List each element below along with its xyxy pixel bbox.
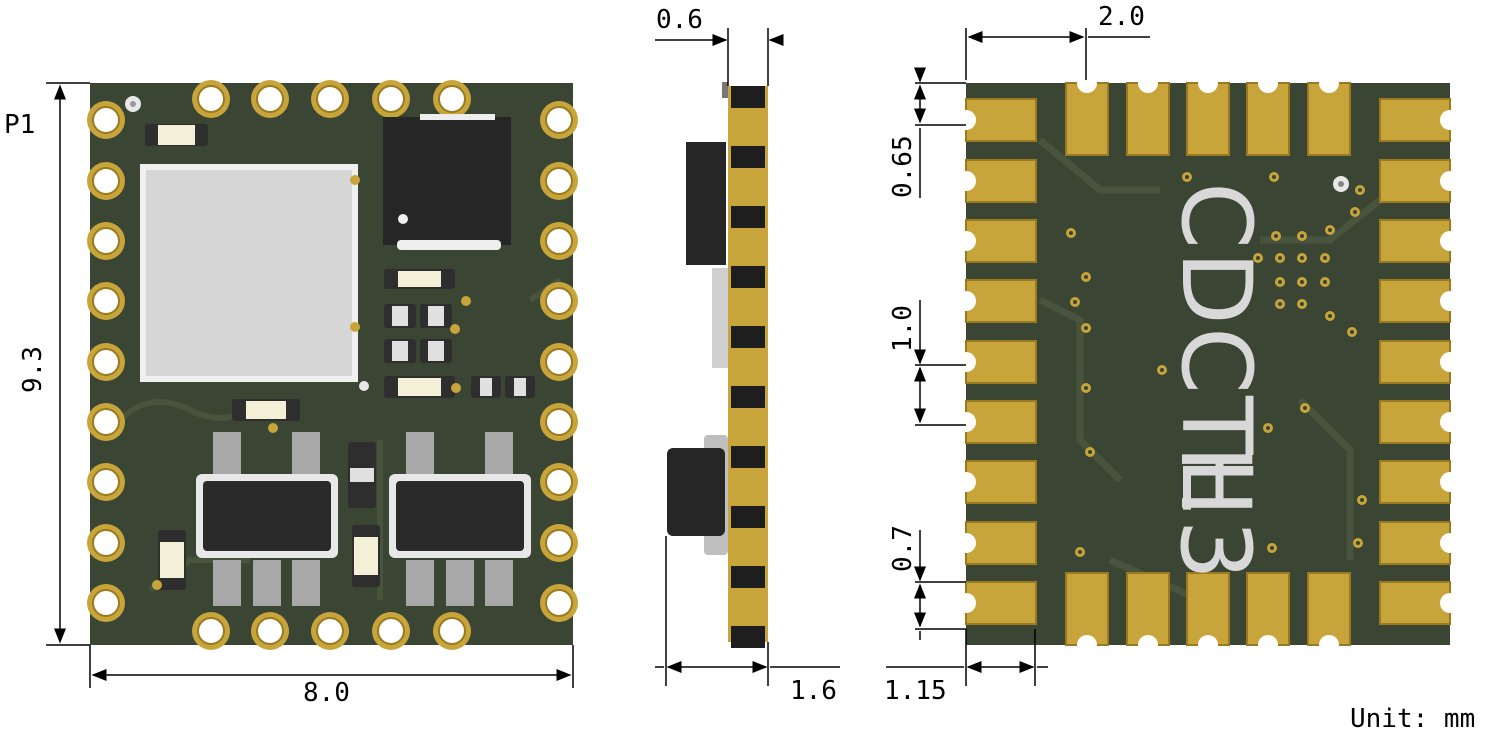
pad-length-label: 1.0: [888, 305, 918, 352]
castellated-pin: [540, 403, 578, 441]
bottom-pad: [1379, 521, 1460, 565]
castellated-pin: [87, 463, 125, 501]
bottom-pad: [956, 159, 1037, 203]
bottom-view: [956, 73, 1460, 655]
regulator-right: [389, 432, 531, 606]
castellated-pin: [192, 80, 230, 118]
bottom-pad: [1126, 73, 1170, 156]
castellated-pin: [251, 612, 289, 650]
castellated-pin: [540, 524, 578, 562]
castellated-pin: [540, 101, 578, 139]
side-segment: [731, 626, 765, 648]
castellated-pin: [540, 584, 578, 622]
bottom-pad: [1379, 340, 1460, 384]
bottom-pad: [1379, 159, 1460, 203]
castellated-pin: [372, 612, 410, 650]
bottom-pad: [1186, 572, 1230, 655]
silkscreen-text-2: H3: [1159, 445, 1271, 583]
bottom-pad: [1307, 73, 1351, 156]
castellated-pin: [87, 101, 125, 139]
castellated-pin: [192, 612, 230, 650]
side-gold-edge: [728, 86, 768, 642]
bottom-pad: [1186, 73, 1230, 156]
bottom-pad: [1379, 581, 1460, 625]
side-view: [667, 82, 768, 648]
bottom-pad: [1379, 279, 1460, 323]
castellated-pin: [540, 162, 578, 200]
side-segment: [731, 146, 765, 168]
bottom-pad: [956, 400, 1037, 444]
bottom-pad: [956, 460, 1037, 504]
bottom-pad: [1126, 572, 1170, 655]
bottom-pad: [956, 521, 1037, 565]
top-bottom-pins: [192, 612, 471, 650]
passives: [152, 269, 535, 590]
side-segment: [731, 386, 765, 408]
dimension-lines: [46, 28, 1150, 688]
side-segment: [731, 566, 765, 588]
castellated-pin: [87, 343, 125, 381]
power-ic: [383, 117, 511, 245]
side-segment: [731, 506, 765, 528]
side-segment: [731, 86, 765, 108]
pad-spacing-label: 2.0: [1098, 2, 1145, 32]
bottom-pad: [956, 219, 1037, 263]
bottom-pad: [1307, 572, 1351, 655]
bottom-pad: [1246, 73, 1290, 156]
bottom-pad: [956, 340, 1037, 384]
side-segment: [731, 326, 765, 348]
header-width-label: 0.6: [656, 5, 703, 35]
castellated-pin: [433, 80, 471, 118]
castellated-pin: [433, 612, 471, 650]
bottom-view-pcb: [966, 83, 1450, 645]
side-segment: [731, 266, 765, 288]
unit-note: Unit: mm: [1350, 704, 1476, 734]
width-dimension-label: 8.0: [303, 678, 350, 708]
side-segment: [731, 206, 765, 228]
pad-width-label: 0.7: [888, 525, 918, 572]
height-dimension-label: 9.3: [18, 346, 48, 393]
regulator-left: [196, 432, 338, 606]
pin1-label: P1: [4, 110, 36, 140]
side-black-segments: [731, 86, 765, 648]
bottom-pad: [956, 279, 1037, 323]
top-view: [87, 80, 578, 650]
castellated-pin: [540, 282, 578, 320]
castellated-pin: [311, 80, 349, 118]
castellated-pin: [372, 80, 410, 118]
castellated-pin: [87, 282, 125, 320]
bottom-pad: [1065, 572, 1109, 655]
castellated-pin: [540, 222, 578, 260]
top-left-pins: [87, 101, 125, 622]
castellated-pin: [251, 80, 289, 118]
bottom-pad: [1379, 219, 1460, 263]
bottom-pad: [1379, 460, 1460, 504]
castellated-pin: [540, 463, 578, 501]
castellated-pin: [87, 524, 125, 562]
bottom-pad: [1246, 572, 1290, 655]
bottom-pads: [956, 73, 1460, 655]
bottom-pad: [1379, 98, 1460, 142]
castellated-pin: [540, 343, 578, 381]
pad-offset-label: 1.15: [884, 676, 947, 706]
bottom-pad: [1065, 73, 1109, 156]
bottom-vias: [1066, 172, 1367, 557]
bottom-pad: [956, 581, 1037, 625]
pad-pitch-label: 0.65: [888, 135, 918, 198]
castellated-pin: [87, 162, 125, 200]
bottom-pad: [1379, 400, 1460, 444]
top-right-pins: [540, 101, 578, 622]
castellated-pin: [87, 584, 125, 622]
castellated-pin: [87, 222, 125, 260]
castellated-pin: [87, 403, 125, 441]
side-segment: [731, 446, 765, 468]
bottom-pad: [956, 98, 1037, 142]
thickness-label: 1.6: [790, 676, 837, 706]
castellated-pin: [311, 612, 349, 650]
top-top-pins: [192, 80, 471, 118]
